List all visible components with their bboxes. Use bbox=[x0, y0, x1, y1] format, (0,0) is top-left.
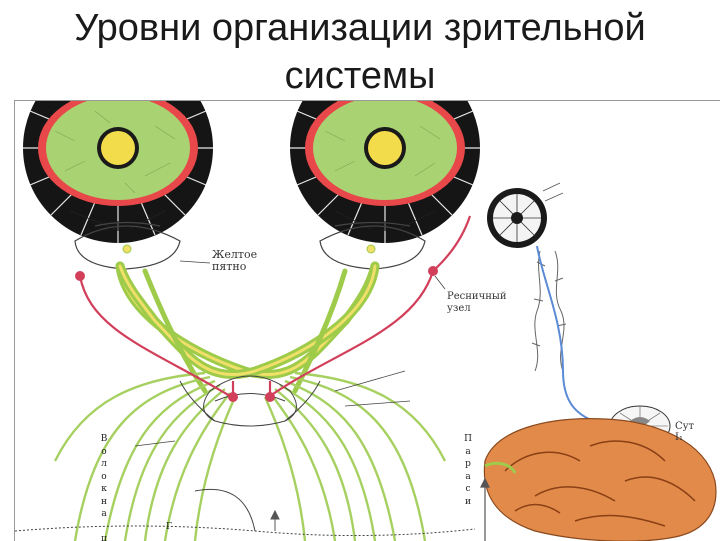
vright-char: П bbox=[464, 434, 472, 444]
optic-radiation bbox=[53, 371, 447, 541]
title-line-2: системы bbox=[284, 55, 436, 97]
diagram-svg: Желтое пятно Ресничный узел Сут I₁ bbox=[15, 101, 717, 541]
iris-small bbox=[487, 182, 564, 248]
vleft-char: о bbox=[101, 446, 107, 457]
vleft-char: а bbox=[101, 509, 107, 519]
slide-title: Уровни организации зрительной системы bbox=[0, 4, 720, 100]
title-line-1: Уровни организации зрительной bbox=[74, 7, 646, 49]
brain-illustration bbox=[483, 418, 717, 541]
vleft-char: н bbox=[101, 496, 107, 507]
vleft-char: о bbox=[101, 471, 107, 482]
vleft-char: В bbox=[100, 434, 108, 444]
sympathetic-blue-fiber bbox=[536, 245, 616, 427]
vleft-char bbox=[99, 521, 109, 534]
midbrain-outline bbox=[179, 375, 321, 427]
vright-char: а bbox=[465, 446, 471, 457]
vertical-label-mid: Г bbox=[164, 521, 174, 534]
vleft-char: л bbox=[101, 459, 107, 469]
mac1-text: Желтое bbox=[212, 248, 257, 261]
vright-char: с bbox=[465, 484, 471, 494]
macula-label: Желтое пятно bbox=[212, 248, 261, 273]
vleft-char: к bbox=[101, 484, 107, 494]
vleft-char: ц bbox=[101, 534, 107, 541]
vright-char: а bbox=[465, 471, 471, 482]
ciliary-label: Ресничный узел bbox=[447, 291, 510, 314]
cut-label: Сут I₁ bbox=[675, 421, 697, 443]
pointer-arrow-small bbox=[270, 509, 280, 531]
optic-pathways bbox=[115, 261, 380, 394]
cut1-text: Сут bbox=[675, 421, 695, 432]
eyeballs bbox=[74, 221, 426, 270]
leader-lines bbox=[134, 260, 446, 447]
mac2-text: пятно bbox=[212, 260, 247, 273]
vright-char: и bbox=[465, 496, 471, 507]
nuclei-markers bbox=[75, 266, 438, 402]
sympathetic-chain bbox=[531, 250, 567, 372]
left-retina bbox=[23, 101, 213, 243]
cil1-text: Ресничный bbox=[447, 291, 507, 302]
cil2-text: узел bbox=[447, 303, 471, 314]
bottom-outline bbox=[194, 488, 256, 532]
pointer-arrow bbox=[480, 477, 490, 541]
cut2-text: I₁ bbox=[675, 432, 683, 443]
right-retina bbox=[290, 101, 480, 243]
vright-char: р bbox=[465, 459, 471, 469]
bottom-dashed bbox=[15, 525, 476, 537]
pupil-reflex-fibers bbox=[78, 215, 472, 397]
vmid-char: Г bbox=[166, 522, 172, 532]
pathway-dots bbox=[122, 244, 376, 254]
